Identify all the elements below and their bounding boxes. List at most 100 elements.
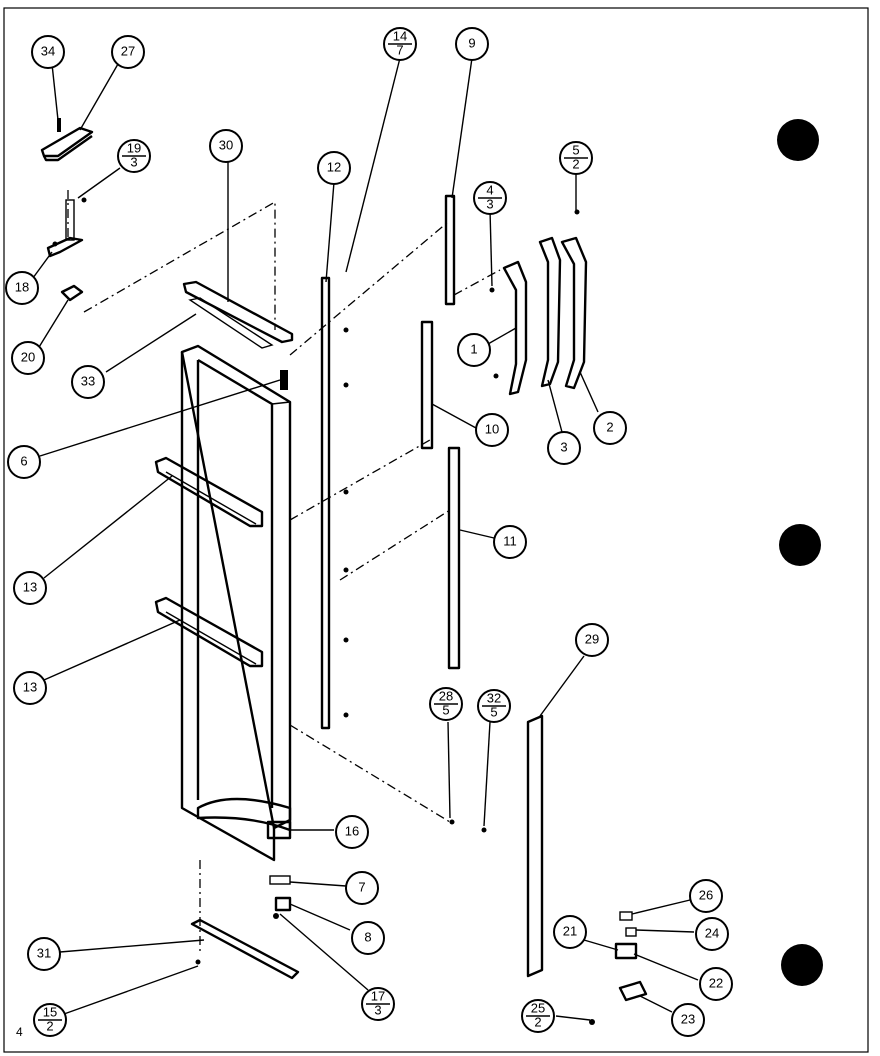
svg-text:5: 5 [490, 704, 497, 719]
svg-text:3: 3 [374, 1002, 381, 1017]
callout-6: 6 [7, 445, 41, 479]
middle-strip-part [420, 320, 434, 450]
handle-part-1 [502, 260, 528, 396]
callout-12: 12 [317, 151, 351, 185]
top-channel-part [182, 280, 294, 349]
svg-text:33: 33 [81, 373, 95, 388]
callout-13-lower: 13 [13, 671, 47, 705]
long-trim-part [526, 714, 544, 978]
callout-16: 16 [335, 815, 369, 849]
callout-9: 9 [455, 27, 489, 61]
bottom-rail-part [190, 918, 300, 980]
callout-29: 29 [575, 623, 609, 657]
lower-hinge-assembly [449, 819, 648, 1025]
page-number: 4 [16, 1025, 23, 1039]
svg-text:2: 2 [534, 1014, 541, 1029]
svg-text:13: 13 [23, 679, 37, 694]
svg-text:3: 3 [130, 154, 137, 169]
svg-text:34: 34 [41, 43, 55, 58]
callout-20: 20 [11, 341, 45, 375]
svg-text:2: 2 [606, 419, 613, 434]
svg-text:7: 7 [358, 879, 365, 894]
callout-2: 2 [593, 411, 627, 445]
callout-32-5: 325 [477, 689, 511, 723]
handle-part-2 [560, 236, 588, 390]
svg-text:8: 8 [364, 929, 371, 944]
callout-8: 8 [351, 921, 385, 955]
svg-text:15: 15 [43, 1004, 57, 1019]
door-frame-part [180, 344, 292, 862]
binder-hole-top [777, 119, 819, 161]
binder-hole-bottom [781, 944, 823, 986]
svg-text:2: 2 [572, 156, 579, 171]
lower-strip-part [447, 446, 461, 670]
callout-7: 7 [345, 871, 379, 905]
svg-text:14: 14 [393, 28, 407, 43]
svg-text:5: 5 [572, 142, 579, 157]
svg-text:12: 12 [327, 159, 341, 174]
svg-text:19: 19 [127, 140, 141, 155]
callout-27: 27 [111, 35, 145, 69]
svg-text:11: 11 [503, 533, 517, 548]
svg-text:21: 21 [563, 923, 577, 938]
svg-text:5: 5 [442, 702, 449, 717]
callout-10: 10 [475, 413, 509, 447]
callout-23: 23 [671, 1003, 705, 1037]
callout-25-2: 252 [521, 999, 555, 1033]
svg-text:13: 13 [23, 579, 37, 594]
callout-30: 30 [209, 129, 243, 163]
svg-text:32: 32 [487, 690, 501, 705]
callout-11: 11 [493, 525, 527, 559]
callout-26: 26 [689, 879, 723, 913]
callout-21: 21 [553, 915, 587, 949]
svg-text:25: 25 [531, 1000, 545, 1015]
svg-text:3: 3 [486, 196, 493, 211]
top-hinge-part [40, 118, 94, 162]
binder-hole-middle [779, 524, 821, 566]
callout-1: 1 [457, 333, 491, 367]
callout-18: 18 [5, 271, 39, 305]
svg-text:6: 6 [20, 453, 27, 468]
leader-lines [29, 57, 699, 1021]
callout-33: 33 [71, 365, 105, 399]
svg-text:3: 3 [560, 439, 567, 454]
svg-text:30: 30 [219, 137, 233, 152]
page-border [3, 7, 869, 1053]
door-strip-part [320, 276, 349, 730]
callout-24: 24 [695, 917, 729, 951]
svg-text:10: 10 [485, 421, 499, 436]
svg-text:7: 7 [396, 42, 403, 57]
svg-text:23: 23 [681, 1011, 695, 1026]
svg-text:29: 29 [585, 631, 599, 646]
callout-31: 31 [27, 937, 61, 971]
svg-text:16: 16 [345, 823, 359, 838]
svg-text:1: 1 [470, 341, 477, 356]
svg-text:27: 27 [121, 43, 135, 58]
callout-3: 3 [547, 431, 581, 465]
callout-22: 22 [699, 967, 733, 1001]
svg-text:22: 22 [709, 975, 723, 990]
svg-text:24: 24 [705, 925, 719, 940]
svg-text:20: 20 [21, 349, 35, 364]
callout-15-2: 152 [33, 1003, 67, 1037]
svg-text:28: 28 [439, 688, 453, 703]
callout-5-2: 52 [559, 141, 593, 175]
svg-text:31: 31 [37, 945, 51, 960]
svg-text:9: 9 [468, 35, 475, 50]
callout-14-7: 147 [383, 27, 417, 61]
callout-17-3: 173 [361, 987, 395, 1021]
callout-34: 34 [31, 35, 65, 69]
handle-part-3 [538, 236, 562, 388]
svg-text:26: 26 [699, 887, 713, 902]
svg-text:18: 18 [15, 279, 29, 294]
frame-bracket-upper [154, 456, 264, 528]
svg-text:2: 2 [46, 1018, 53, 1033]
upper-strip-part [444, 194, 456, 306]
svg-text:17: 17 [371, 988, 385, 1003]
callout-28-5: 285 [429, 687, 463, 721]
frame-bracket-lower [154, 596, 264, 668]
svg-text:4: 4 [486, 182, 493, 197]
callout-4-3: 43 [473, 181, 507, 215]
callout-19-3: 193 [117, 139, 151, 173]
